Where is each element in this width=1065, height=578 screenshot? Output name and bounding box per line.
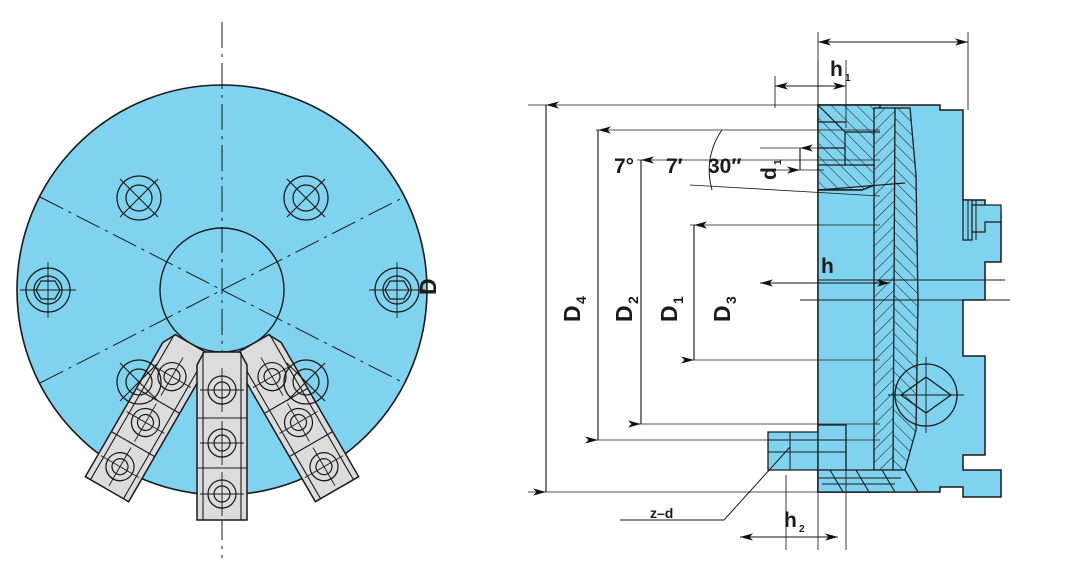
dim-h-base: h — [821, 255, 834, 278]
jaw-bottom — [196, 351, 248, 521]
pinion-hole-right — [369, 262, 425, 318]
jaw-top-left — [84, 333, 208, 503]
dim-h1-sub: 1 — [845, 73, 851, 84]
front-view: D — [16, 22, 441, 558]
hole-callout-label: z–d — [650, 505, 673, 521]
pinion-hole-left — [20, 262, 76, 318]
dim-label-D3: D 3 — [709, 296, 739, 322]
angle-degrees: 7° — [614, 155, 634, 178]
front-diameter-label: D — [415, 278, 441, 295]
pinion-holes — [20, 262, 425, 318]
bolt-hole — [283, 175, 329, 221]
dim-D4-sub: 4 — [573, 296, 589, 304]
dim-label-h1: h 1 — [830, 58, 851, 84]
dim-h2-base: h — [784, 509, 797, 532]
angle-note: 7° 7′ 30″ — [614, 155, 741, 178]
dim-D1-base: D — [656, 305, 682, 322]
dim-D4-base: D — [559, 305, 585, 322]
dim-label-D4: D 4 — [559, 296, 589, 322]
angle-minutes: 7′ — [666, 155, 683, 178]
dim-h2-sub: 2 — [799, 524, 805, 535]
pinion-socket-section — [888, 357, 964, 433]
angle-seconds: 30″ — [708, 155, 741, 178]
bottom-flange-detail — [817, 469, 920, 493]
mount-hole-boss — [767, 424, 847, 477]
bolt-hole — [283, 359, 329, 405]
flange-section — [817, 104, 881, 493]
scroll-taper-section — [873, 107, 919, 471]
dim-D2-sub: 2 — [625, 296, 641, 304]
dim-D1-sub: 1 — [670, 296, 686, 304]
dim-label-h2: h 2 — [784, 509, 805, 535]
vertical-extension-ticks — [774, 32, 969, 550]
dimension-arrows-vertical — [533, 101, 813, 496]
dim-label-D2: D 2 — [611, 296, 641, 322]
section-jaw-upper — [962, 199, 1002, 241]
bolt-hole — [116, 359, 162, 405]
bolt-holes-diagonal — [116, 175, 329, 405]
dim-label-h: h — [821, 255, 834, 278]
dim-D3-base: D — [709, 305, 735, 322]
dim-D2-base: D — [611, 305, 637, 322]
center-lines — [39, 22, 405, 558]
section-view: 7° 7′ 30″ D 4 D 2 D 1 D 3 d 1 — [528, 32, 1010, 550]
dim-d1-base: d — [758, 167, 781, 180]
dim-label-d1: d 1 — [758, 159, 784, 180]
dim-d1-sub: 1 — [773, 159, 784, 165]
dimension-arrows-horizontal — [740, 38, 968, 541]
section-detail-lines — [817, 104, 906, 191]
dim-label-D1: D 1 — [656, 296, 686, 322]
bolt-hole — [116, 175, 162, 221]
z-d-leader — [620, 446, 791, 521]
dim-h1-base: h — [830, 58, 843, 81]
dim-D3-sub: 3 — [723, 296, 739, 304]
